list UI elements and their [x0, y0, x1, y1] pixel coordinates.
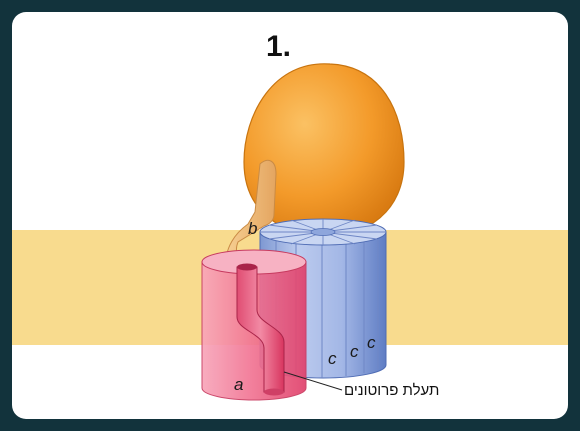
title-label: 1.	[266, 30, 291, 63]
label-a: a	[234, 375, 243, 394]
label-c-1: c	[328, 349, 337, 368]
label-c-2: c	[350, 342, 359, 361]
proton-channel-label: תעלת פרוטונים	[344, 382, 439, 399]
atp-synthase-diagram: 1. b a c c c תעלת פרוטונים	[12, 12, 568, 419]
label-c-3: c	[367, 333, 376, 352]
label-b: b	[248, 219, 257, 238]
diagram-frame: 1. b a c c c תעלת פרוטונים	[12, 12, 568, 419]
